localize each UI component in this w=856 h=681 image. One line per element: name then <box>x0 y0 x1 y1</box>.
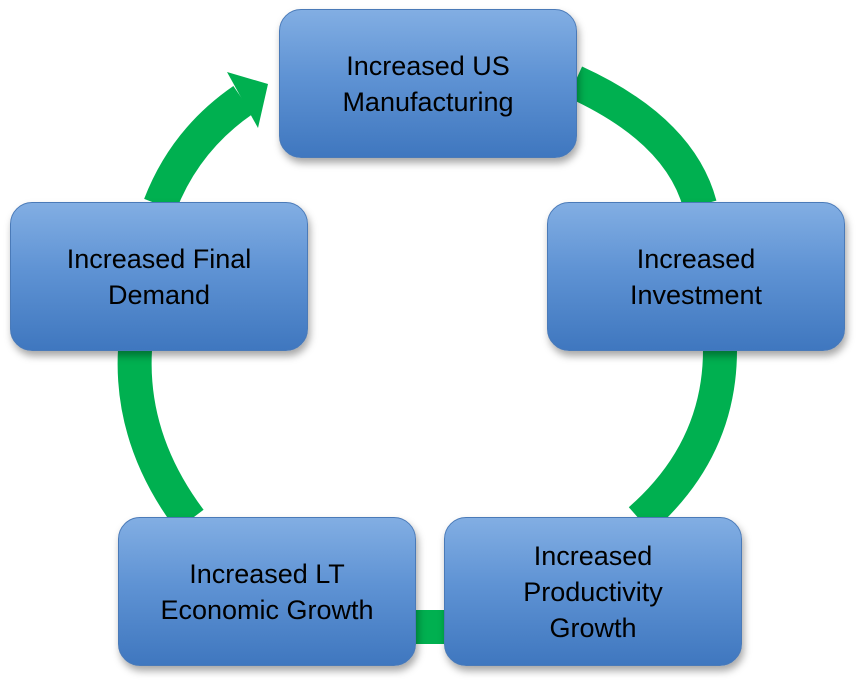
node-increased-lt-economic-growth: Increased LT Economic Growth <box>118 517 416 666</box>
node-label: Increased Final Demand <box>66 243 252 310</box>
node-increased-final-demand: Increased Final Demand <box>10 202 308 351</box>
node-label: Increased Productivity Growth <box>523 540 663 643</box>
arrow-head-into-top <box>227 72 268 128</box>
node-increased-investment: Increased Investment <box>547 202 845 351</box>
node-increased-us-manufacturing: Increased US Manufacturing <box>279 9 577 158</box>
arrow-top-to-right <box>567 66 717 210</box>
node-label: Increased LT Economic Growth <box>160 558 374 625</box>
arrow-right-to-bottom-right <box>628 349 737 533</box>
node-label: Increased US Manufacturing <box>342 50 514 117</box>
node-increased-productivity-growth: Increased Productivity Growth <box>444 517 742 666</box>
arrow-bottom-left-to-left <box>117 349 204 531</box>
node-label: Increased Investment <box>629 243 763 310</box>
arrow-left-to-top <box>144 86 253 212</box>
